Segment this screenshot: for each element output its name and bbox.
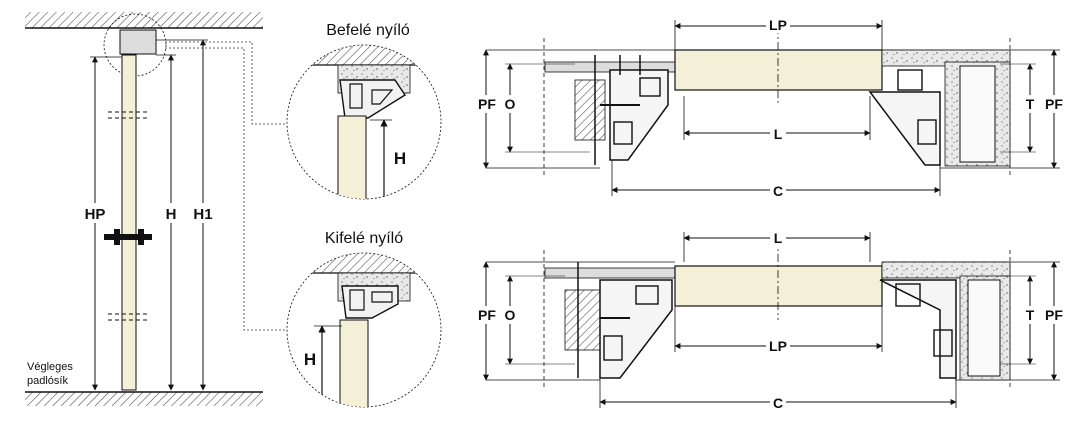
hp-label: HP <box>85 206 106 223</box>
section-top-l-label: L <box>774 126 783 142</box>
section-top-pf-left: PF <box>478 96 496 112</box>
detail-inward-title: Befelé nyíló <box>326 22 410 39</box>
frame-head <box>119 29 157 55</box>
floor-caption-line2: padlósík <box>27 375 68 387</box>
section-bottom: L LP C PF O T PF <box>477 229 1065 411</box>
section-bottom-c-label: C <box>773 395 783 411</box>
detail-inward-h-label: H <box>394 149 406 168</box>
detail-outward-title: Kifelé nyíló <box>325 230 403 247</box>
section-top: LP L C PF O T PF <box>477 15 1065 199</box>
section-top-pf-right: PF <box>1045 96 1063 112</box>
elevation-view: HP H H1 Végleges padlósík <box>25 12 263 406</box>
section-top-o-label: O <box>505 96 516 112</box>
floor-caption-line1: Végleges <box>27 361 73 373</box>
section-bottom-pf-left: PF <box>478 307 496 323</box>
door-handle <box>104 234 152 240</box>
h-label: H <box>166 206 177 223</box>
section-bottom-lp-label: LP <box>769 338 787 354</box>
floor-slab <box>25 392 263 406</box>
h1-label: H1 <box>193 206 212 223</box>
ceiling-slab <box>25 12 263 28</box>
detail-inward: Befelé nyíló H <box>286 22 442 200</box>
section-bottom-t-label: T <box>1026 307 1035 323</box>
section-bottom-l-label: L <box>774 230 783 246</box>
detail-outward: Kifelé nyíló H <box>286 230 442 408</box>
section-bottom-leaf <box>674 265 883 307</box>
section-bottom-o-label: O <box>505 307 516 323</box>
detail-outward-h-label: H <box>304 350 316 369</box>
section-top-c-label: C <box>773 183 783 199</box>
section-bottom-pf-right: PF <box>1045 307 1063 323</box>
section-top-lp-label: LP <box>769 17 787 33</box>
section-top-t-label: T <box>1026 96 1035 112</box>
leader-lines <box>165 41 288 331</box>
section-top-leaf <box>674 49 883 91</box>
door-leaf <box>121 54 137 391</box>
